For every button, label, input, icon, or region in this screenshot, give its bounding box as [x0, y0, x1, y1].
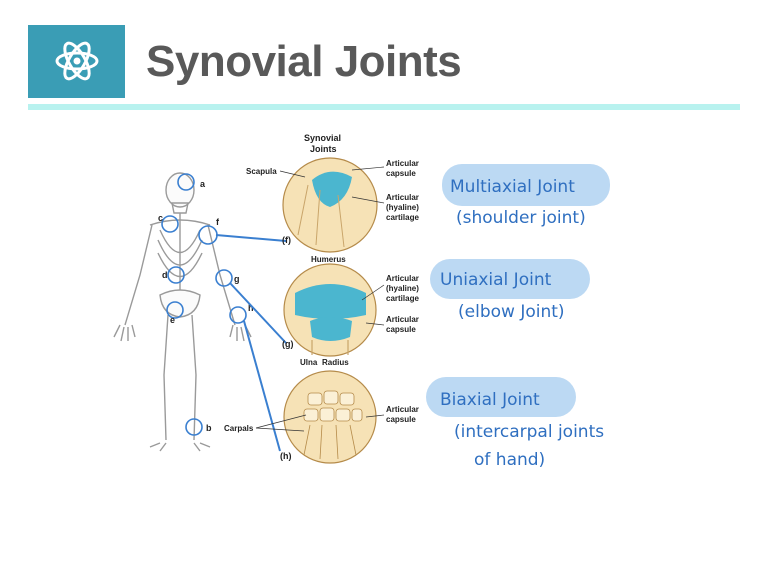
- panel-tag-f: (f): [282, 235, 291, 245]
- marker-d: d: [162, 270, 168, 280]
- connector-lines: [215, 234, 287, 452]
- marker-c: c: [158, 213, 163, 223]
- annotation-biaxial-title: Biaxial Joint: [440, 390, 540, 410]
- annotation-biaxial-sub2: of hand): [474, 450, 545, 470]
- annotation-uniaxial-sub: (elbow Joint): [458, 302, 565, 322]
- annotation-multiaxial-title: Multiaxial Joint: [450, 177, 575, 197]
- label-articular-capsule-3a: Articular: [386, 405, 419, 414]
- synovial-joints-figure: a b c d e f g h Synovial Joints: [113, 133, 610, 470]
- label-cartilage-2a: Articular: [386, 274, 419, 283]
- joint-markers: [161, 173, 247, 436]
- panel-tag-g: (g): [282, 339, 294, 349]
- label-ulna: Ulna: [300, 358, 318, 367]
- skeleton-illustration: [113, 172, 252, 452]
- annotation-multiaxial-sub: (shoulder joint): [456, 208, 586, 228]
- label-articular-capsule-2a: Articular: [386, 315, 419, 324]
- label-cartilage-2c: cartilage: [386, 294, 419, 303]
- annotation-uniaxial: Uniaxial Joint (elbow Joint): [430, 259, 590, 322]
- title-divider: [28, 104, 740, 110]
- annotation-biaxial: Biaxial Joint (intercarpal joints of han…: [426, 377, 604, 470]
- label-cartilage-1a: Articular: [386, 193, 419, 202]
- marker-a: a: [200, 179, 206, 189]
- label-humerus: Humerus: [311, 255, 346, 264]
- marker-b: b: [206, 423, 212, 433]
- label-articular-capsule-1b: capsule: [386, 169, 416, 178]
- figure-heading-line1: Synovial: [304, 133, 341, 143]
- marker-g: g: [234, 274, 240, 284]
- annotation-multiaxial: Multiaxial Joint (shoulder joint): [442, 164, 610, 228]
- anatomy-labels: Scapula Articular capsule Articular (hya…: [224, 159, 419, 433]
- label-articular-capsule-2b: capsule: [386, 325, 416, 334]
- hand-joint-panel: [283, 370, 377, 464]
- label-cartilage-1c: cartilage: [386, 213, 419, 222]
- label-articular-capsule-1a: Articular: [386, 159, 419, 168]
- marker-h: h: [248, 303, 254, 313]
- figure-heading-line2: Joints: [310, 144, 337, 154]
- label-articular-capsule-3b: capsule: [386, 415, 416, 424]
- shoulder-joint-panel: [282, 157, 378, 253]
- atom-icon-tile: [28, 25, 125, 98]
- annotation-biaxial-sub1: (intercarpal joints: [454, 422, 604, 442]
- elbow-joint-panel: [283, 263, 377, 357]
- annotation-uniaxial-title: Uniaxial Joint: [440, 270, 552, 290]
- label-cartilage-2b: (hyaline): [386, 284, 419, 293]
- panel-tag-h: (h): [280, 451, 292, 461]
- label-carpals: Carpals: [224, 424, 254, 433]
- marker-letters: a b c d e f g h: [158, 179, 254, 433]
- slide-title: Synovial Joints: [146, 37, 462, 86]
- atom-icon: [55, 41, 99, 81]
- marker-f: f: [216, 217, 220, 227]
- label-radius: Radius: [322, 358, 349, 367]
- label-scapula: Scapula: [246, 167, 277, 176]
- marker-e: e: [170, 315, 175, 325]
- label-cartilage-1b: (hyaline): [386, 203, 419, 212]
